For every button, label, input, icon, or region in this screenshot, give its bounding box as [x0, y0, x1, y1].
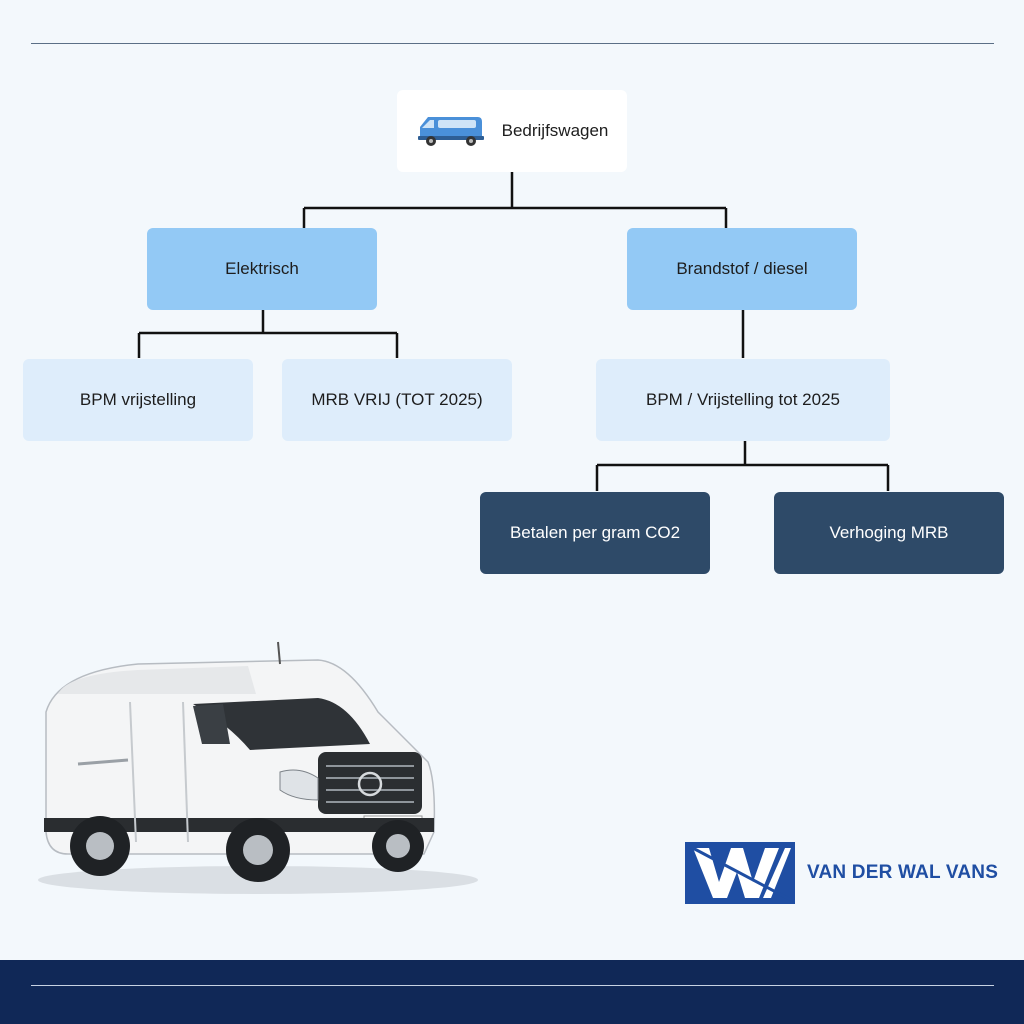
node-betalen-per-gram-co2: Betalen per gram CO2 [480, 492, 710, 574]
node-label: Elektrisch [225, 259, 299, 278]
footer-bar [0, 960, 1024, 1024]
node-label: Brandstof / diesel [676, 259, 808, 278]
node-label: BPM vrijstelling [79, 390, 197, 409]
footer-divider [31, 985, 994, 986]
node-label: MRB VRIJ (TOT 2025) [311, 390, 483, 409]
connector-elektrisch [137, 310, 399, 358]
node-elektrisch: Elektrisch [147, 228, 377, 310]
node-mrb-vrij: MRB VRIJ (TOT 2025) [282, 359, 512, 441]
node-label: Betalen per gram CO2 [509, 523, 681, 542]
connector-bpm [595, 441, 890, 491]
node-label: Verhoging MRB [829, 523, 949, 542]
brand-name: VAN DER WAL VANS [807, 862, 999, 883]
van-icon [417, 117, 484, 146]
node-brandstof-diesel: Brandstof / diesel [627, 228, 857, 310]
node-bedrijfswagen: Bedrijfswagen [397, 90, 627, 172]
brand-logo: VAN DER WAL VANS [685, 842, 998, 904]
node-verhoging-mrb: Verhoging MRB [774, 492, 1004, 574]
node-bpm-vrijstelling-2025: BPM / Vrijstelling tot 2025 [596, 359, 890, 441]
root-label: Bedrijfswagen [501, 121, 609, 140]
white-van-photo [38, 641, 478, 894]
node-label: BPM / Vrijstelling tot 2025 [645, 390, 840, 409]
vdw-logo-icon [685, 842, 795, 904]
node-bpm-vrijstelling: BPM vrijstelling [23, 359, 253, 441]
connector-root [302, 172, 728, 228]
top-divider [31, 43, 994, 44]
